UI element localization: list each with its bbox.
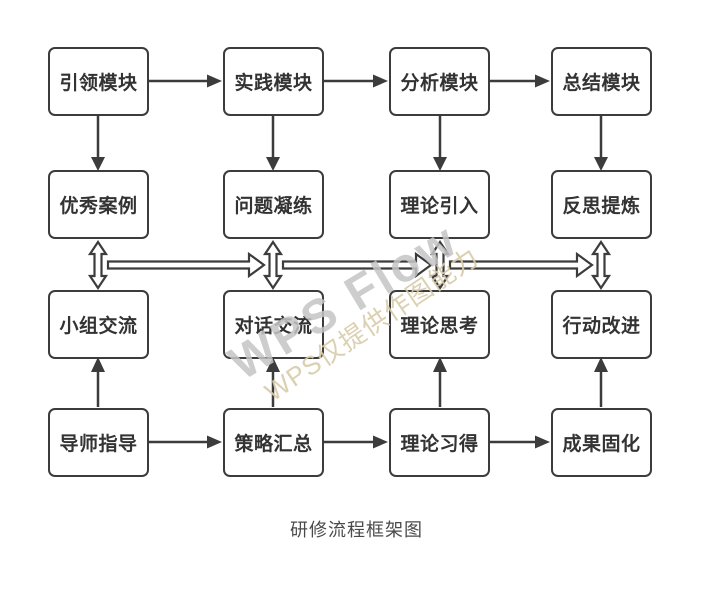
down-arrow-icon <box>594 116 608 171</box>
box-label: 实践模块 <box>234 73 313 94</box>
hollow-right-arrow-icon <box>281 251 433 279</box>
box-label: 理论引入 <box>400 196 479 217</box>
box-excellent-cases: 优秀案例 <box>48 170 149 239</box>
box-label: 对话交流 <box>234 316 313 337</box>
box-label: 分析模块 <box>400 73 479 94</box>
box-label: 理论思考 <box>400 316 479 337</box>
up-arrow-icon <box>91 357 105 407</box>
right-arrow-icon <box>324 74 388 88</box>
diagram-caption: 研修流程框架图 <box>290 520 423 540</box>
box-label: 理论习得 <box>400 434 479 455</box>
double-vertical-arrow-icon <box>87 240 109 290</box>
hollow-right-arrow-icon <box>106 251 266 279</box>
down-arrow-icon <box>266 116 280 171</box>
up-arrow-icon <box>266 357 280 407</box>
double-vertical-arrow-icon <box>590 240 612 290</box>
box-reflection-refining: 反思提炼 <box>551 170 652 239</box>
box-mentor-guidance: 导师指导 <box>48 408 149 477</box>
box-label: 策略汇总 <box>234 434 313 455</box>
right-arrow-icon <box>149 74 222 88</box>
down-arrow-icon <box>433 116 447 171</box>
up-arrow-icon <box>433 357 447 407</box>
box-label: 优秀案例 <box>59 196 138 217</box>
up-arrow-icon <box>594 357 608 407</box>
box-theory-acquisition: 理论习得 <box>389 408 490 477</box>
box-label: 成果固化 <box>562 434 641 455</box>
right-arrow-icon <box>490 435 550 449</box>
box-theoretical-thinking: 理论思考 <box>389 290 490 359</box>
box-label: 行动改进 <box>562 316 641 337</box>
double-vertical-arrow-icon <box>429 240 451 290</box>
box-label: 反思提炼 <box>562 196 641 217</box>
box-label: 总结模块 <box>562 73 641 94</box>
right-arrow-icon <box>149 435 222 449</box>
box-label: 小组交流 <box>59 316 138 337</box>
box-group-exchange: 小组交流 <box>48 290 149 359</box>
right-arrow-icon <box>490 74 550 88</box>
box-analysis-module: 分析模块 <box>389 47 490 116</box>
box-label: 导师指导 <box>59 434 138 455</box>
right-arrow-icon <box>324 435 388 449</box>
box-label: 问题凝练 <box>234 196 313 217</box>
box-strategy-summary: 策略汇总 <box>223 408 324 477</box>
box-theory-introduction: 理论引入 <box>389 170 490 239</box>
box-problem-refining: 问题凝练 <box>223 170 324 239</box>
box-result-consolidation: 成果固化 <box>551 408 652 477</box>
box-summary-module: 总结模块 <box>551 47 652 116</box>
box-dialogue-exchange: 对话交流 <box>223 290 324 359</box>
box-action-improvement: 行动改进 <box>551 290 652 359</box>
double-vertical-arrow-icon <box>262 240 284 290</box>
box-practice-module: 实践模块 <box>223 47 324 116</box>
box-label: 引领模块 <box>59 73 138 94</box>
hollow-right-arrow-icon <box>448 251 594 279</box>
box-leading-module: 引领模块 <box>48 47 149 116</box>
down-arrow-icon <box>91 116 105 171</box>
